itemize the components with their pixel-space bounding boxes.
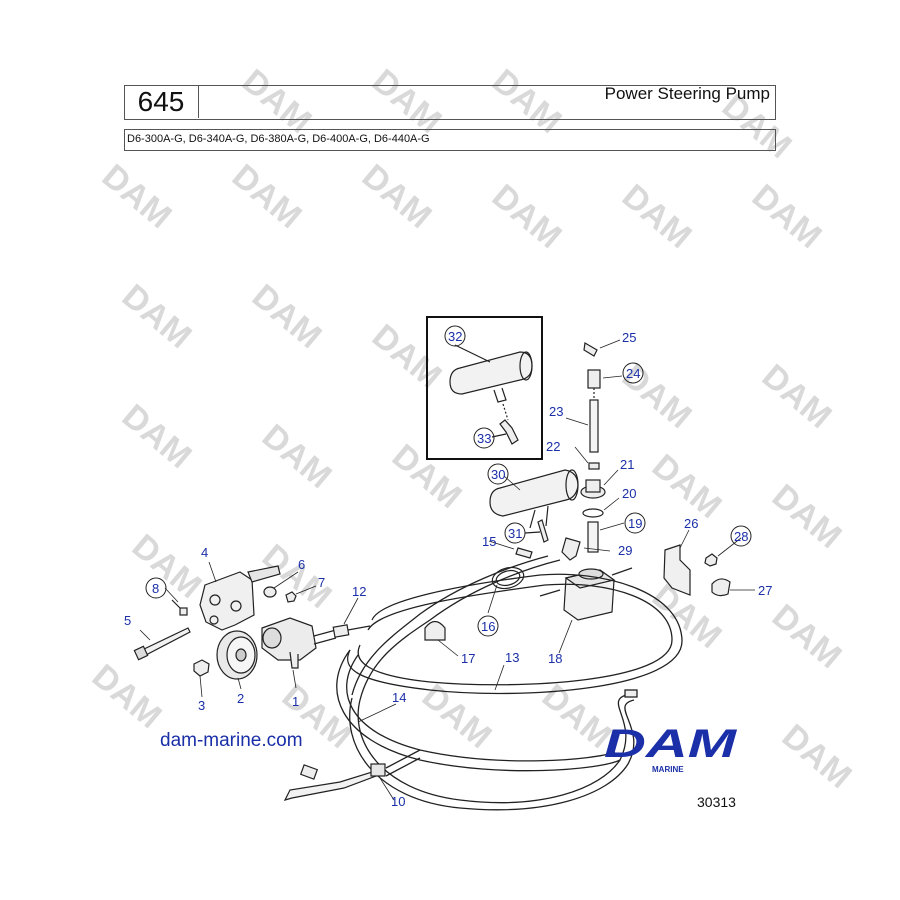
part-1-pump — [261, 617, 337, 669]
header-title-box — [124, 85, 776, 120]
callout-13: 13 — [505, 650, 519, 665]
callout-31: 31 — [508, 526, 522, 541]
part-33-nipple — [491, 403, 519, 445]
callout-7: 7 — [318, 575, 325, 590]
callout-15: 15 — [482, 534, 496, 549]
part-4-pump-bracket — [199, 565, 281, 631]
callout-29: 29 — [618, 543, 632, 558]
part-30-cooler — [489, 469, 579, 529]
callout-21: 21 — [620, 457, 634, 472]
callout-26: 26 — [684, 516, 698, 531]
callout-12: 12 — [352, 584, 366, 599]
callout-10: 10 — [391, 794, 405, 809]
part-29-connector — [561, 537, 581, 561]
part-15-fitting — [515, 547, 533, 559]
header-models-box — [124, 129, 776, 151]
callout-28: 28 — [734, 529, 748, 544]
callout-4: 4 — [201, 545, 208, 560]
callout-32: 32 — [448, 329, 462, 344]
part-16-hose-clip — [491, 566, 525, 590]
callout-labels: 1 2 3 4 5 6 7 8 10 12 13 14 15 16 17 18 … — [124, 329, 772, 809]
part-17-clamp — [424, 620, 446, 641]
inset-detail-box — [426, 316, 543, 460]
leader-lines — [139, 339, 755, 801]
callout-23: 23 — [549, 404, 563, 419]
part-26-bracket — [663, 544, 691, 596]
callout-2: 2 — [237, 691, 244, 706]
part-27-clamp — [711, 578, 731, 597]
part-2-pulley — [216, 630, 258, 680]
part-31-fitting — [524, 519, 549, 543]
part-12-hose-fitting — [332, 624, 371, 638]
callout-3: 3 — [198, 698, 205, 713]
reservoir-stack — [580, 342, 606, 553]
callout-17: 17 — [461, 651, 475, 666]
part-28-nut — [704, 553, 718, 567]
hose-assembly — [336, 555, 683, 811]
callout-18: 18 — [548, 651, 562, 666]
website-link[interactable]: dam-marine.com — [160, 730, 303, 751]
part-3-nut — [193, 659, 210, 677]
callout-14: 14 — [392, 690, 406, 705]
dam-marine-logo: DAM MARINE — [604, 722, 738, 774]
callout-25: 25 — [622, 330, 636, 345]
callout-8: 8 — [152, 581, 159, 596]
part-5-bolt — [133, 627, 191, 661]
document-number: 30313 — [697, 794, 736, 810]
callout-33: 33 — [477, 431, 491, 446]
callout-27: 27 — [758, 583, 772, 598]
callout-1: 1 — [292, 694, 299, 709]
callout-30: 30 — [491, 467, 505, 482]
part-32-t-fitting — [449, 344, 533, 403]
page-title: Power Steering Pump — [604, 84, 770, 103]
callout-19: 19 — [628, 516, 642, 531]
part-18-reservoir — [539, 567, 633, 621]
part-7-bolt — [285, 591, 297, 603]
callout-circles — [145, 325, 752, 637]
callout-22: 22 — [546, 439, 560, 454]
model-list: D6-300A-G, D6-340A-G, D6-380A-G, D6-400A… — [127, 133, 430, 145]
part-6-spacer — [263, 586, 277, 598]
callout-20: 20 — [622, 486, 636, 501]
page-number: 645 — [124, 85, 199, 118]
callout-5: 5 — [124, 613, 131, 628]
callout-6: 6 — [298, 557, 305, 572]
part-8-bolt — [171, 599, 188, 616]
callout-16: 16 — [481, 619, 495, 634]
logo-subtext: MARINE — [652, 765, 684, 774]
callout-24: 24 — [626, 366, 640, 381]
logo-text: DAM — [604, 722, 738, 766]
part-10-pipe — [283, 763, 386, 801]
